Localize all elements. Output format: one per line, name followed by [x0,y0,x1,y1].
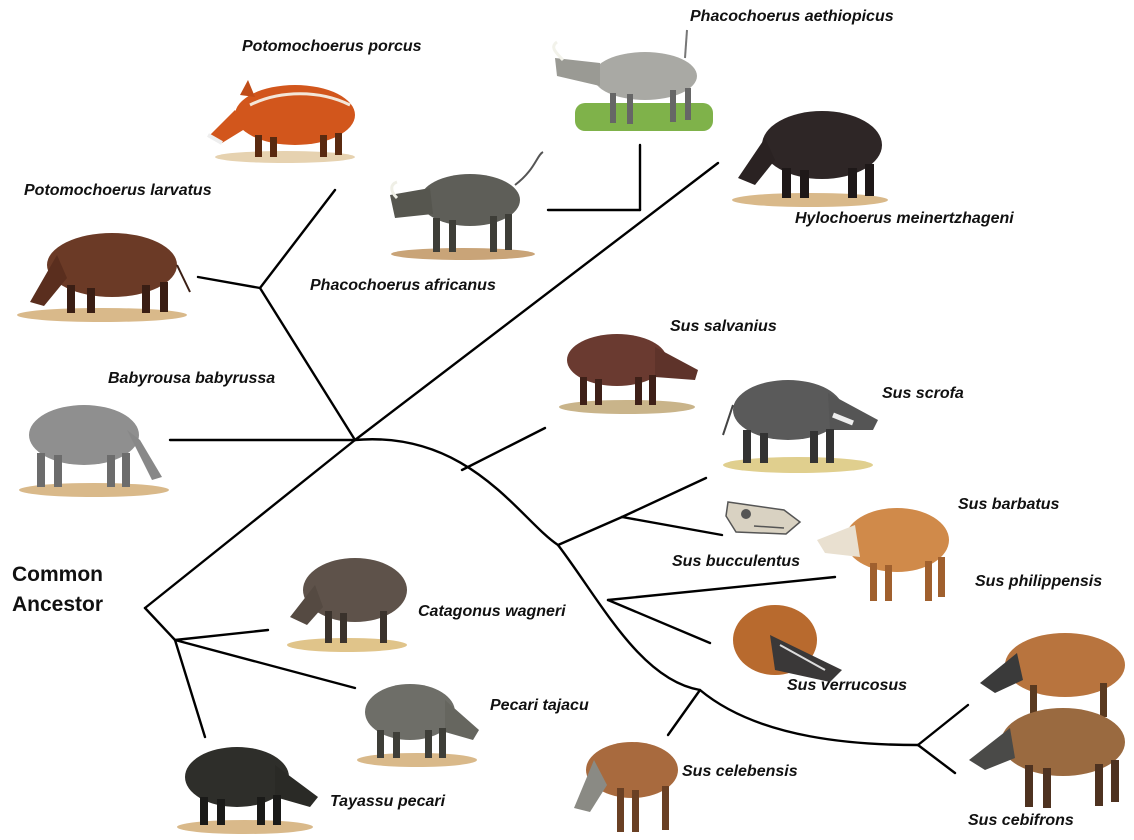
label-pecari-tajacu: Pecari tajacu [490,697,589,715]
root-label-line1: Common [12,560,103,590]
branch-sus-cebifrons-lower [918,745,955,773]
label-catagonus-wagneri: Catagonus wagneri [418,603,566,621]
label-potomochoerus-larvatus: Potomochoerus larvatus [24,182,212,200]
illustration-catagonus-wagneri [285,545,410,655]
branch-sus-philippensis [608,577,835,600]
branch-tayassu-pecari [175,640,205,737]
label-sus-barbatus: Sus barbatus [958,496,1059,514]
illustration-tayassu-pecari [175,735,320,835]
illustration-potomochoerus-larvatus [12,210,197,325]
root-label-line2: Ancestor [12,590,103,620]
label-sus-verrucosus: Sus verrucosus [787,677,907,695]
branch-root-to-tayassuidae [145,608,175,640]
label-babyrousa-babyrussa: Babyrousa babyrussa [108,370,275,388]
label-sus-bucculentus: Sus bucculentus [672,553,800,571]
illustration-potomochoerus-porcus [200,65,370,165]
illustration-sus-cebifrons-lower [965,700,1130,810]
branch-sus-cebifrons-upper [918,705,968,745]
label-sus-cebifrons: Sus cebifrons [968,812,1074,830]
branch-sus-scrofa [622,478,706,517]
label-hylochoerus-meinertzhageni: Hylochoerus meinertzhageni [795,210,1014,228]
illustration-phacochoerus-africanus [385,150,545,262]
label-sus-philippensis: Sus philippensis [975,573,1102,591]
illustration-sus-celebensis [572,730,682,835]
illustration-sus-bucculentus-skull [724,492,802,542]
label-phacochoerus-aethiopicus: Phacochoerus aethiopicus [690,8,894,26]
label-potomochoerus-porcus: Potomochoerus porcus [242,38,422,56]
branch-sus-bucculentus [622,517,722,535]
illustration-pecari-tajacu [355,670,480,770]
branch-potomochoerus-porcus [260,190,335,288]
illustration-sus-scrofa [718,365,878,475]
label-phacochoerus-africanus: Phacochoerus africanus [310,277,496,295]
label-tayassu-pecari: Tayassu pecari [330,793,445,811]
branch-to-sus-barbatus-node [558,517,622,545]
label-sus-scrofa: Sus scrofa [882,385,964,403]
label-sus-celebensis: Sus celebensis [682,763,798,781]
illustration-phacochoerus-aethiopicus [545,28,715,133]
branch-sus-celebensis [668,690,700,735]
branch-sus-salvanius [462,428,545,470]
branch-catagonus-wagneri [175,630,268,640]
illustration-hylochoerus-meinertzhageni [730,100,890,210]
root-label: Common Ancestor [12,560,103,620]
illustration-babyrousa-babyrussa [12,385,172,500]
branch-potomochoerus-larvatus [198,277,260,288]
branch-to-potamochoerus [260,288,355,440]
label-sus-salvanius: Sus salvanius [670,318,777,336]
illustration-sus-barbatus [815,495,955,605]
